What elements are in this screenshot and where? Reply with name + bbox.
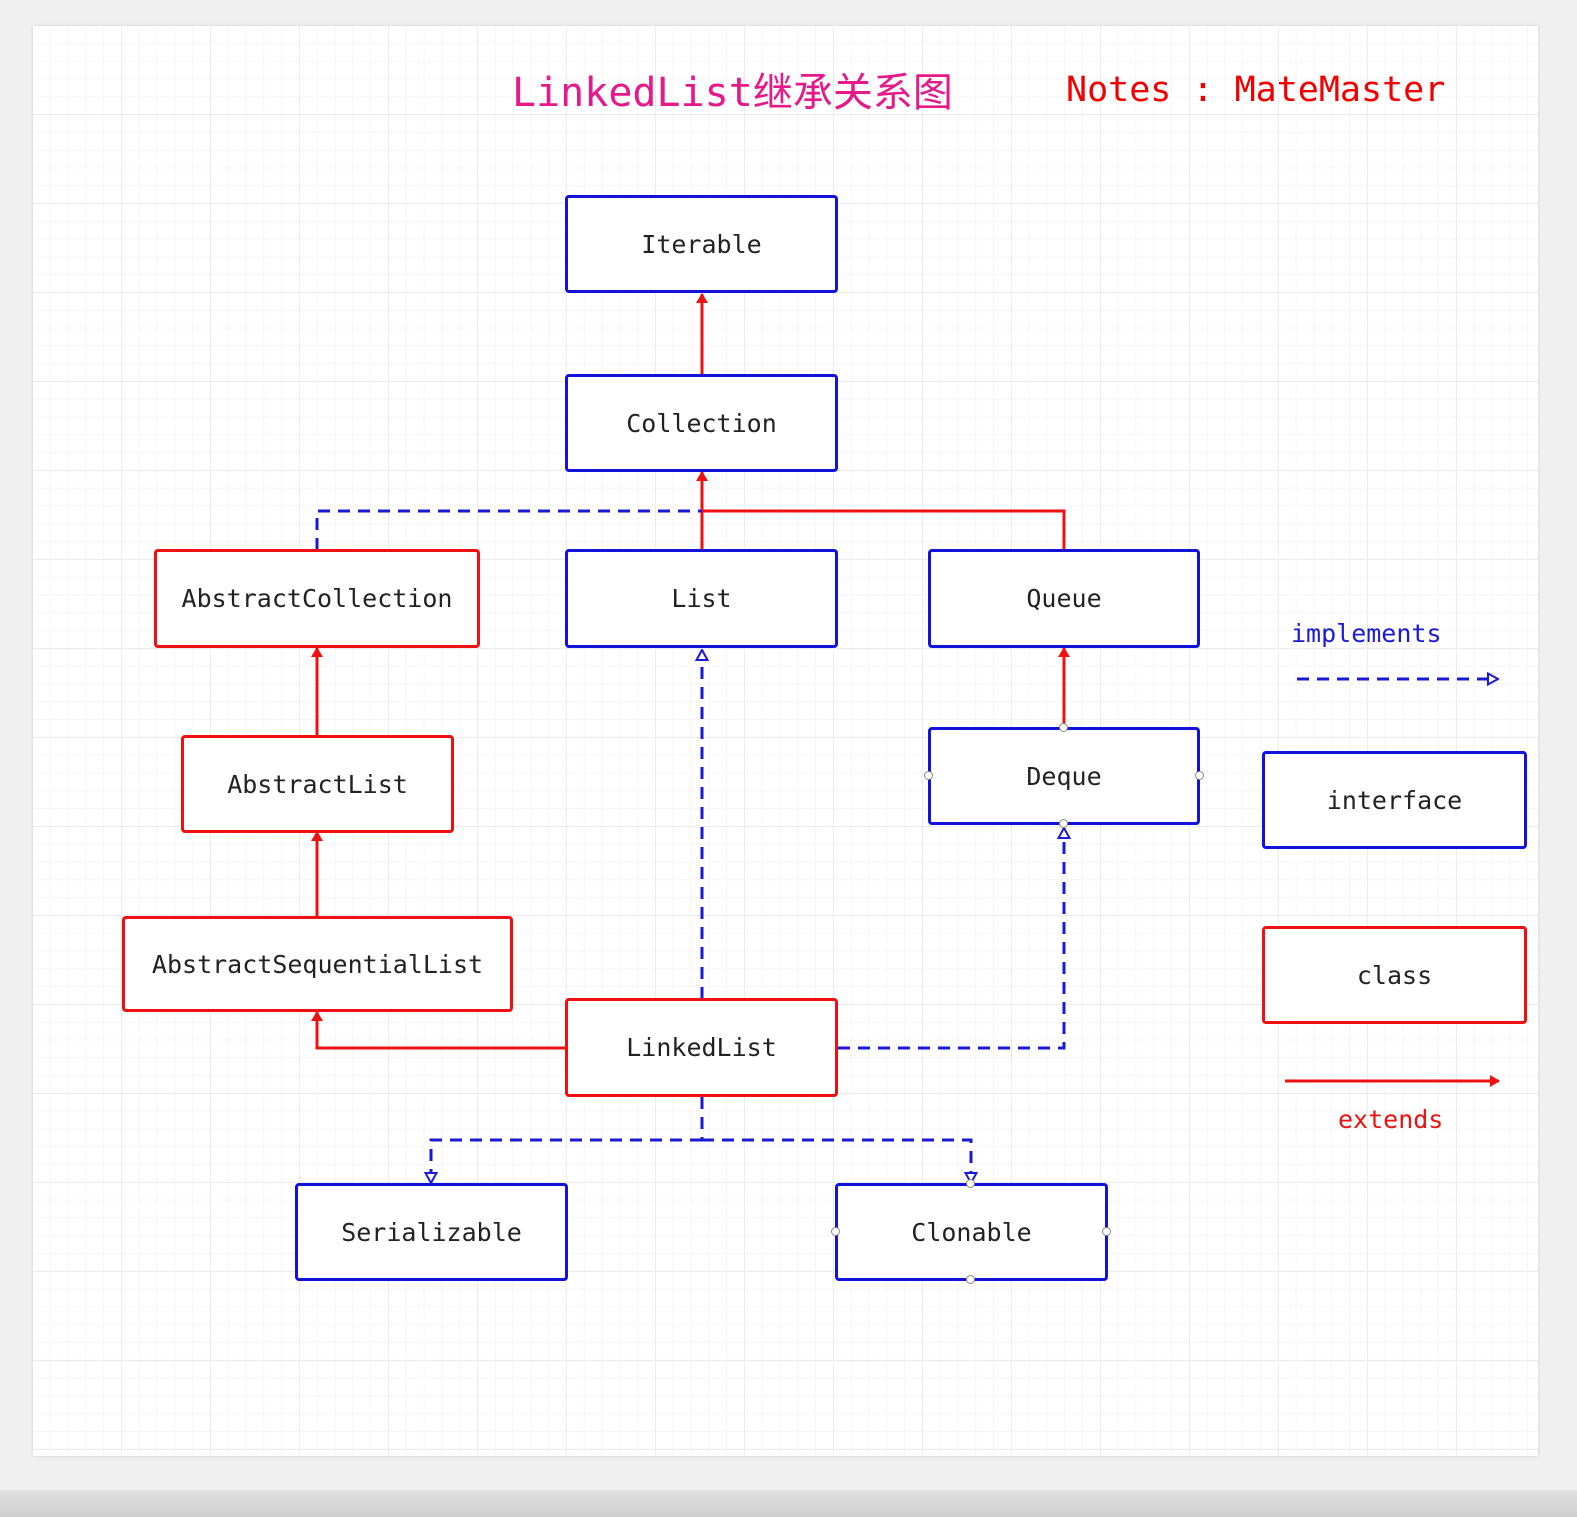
clonable-handle-right[interactable] — [1102, 1227, 1111, 1236]
node-linked-list[interactable]: LinkedList — [565, 998, 838, 1097]
deque-handle-top[interactable] — [1059, 723, 1068, 732]
legend-implements-label: implements — [1291, 619, 1442, 648]
clonable-handle-top[interactable] — [966, 1179, 975, 1188]
legend-interface-box: interface — [1262, 751, 1527, 849]
implements-edges — [315, 509, 1498, 1183]
clonable-handle-bottom[interactable] — [966, 1275, 975, 1284]
notes-label: Notes : MateMaster — [1066, 70, 1446, 110]
node-abstract-list[interactable]: AbstractList — [181, 735, 454, 833]
node-clonable[interactable]: Clonable — [835, 1183, 1108, 1281]
node-abstract-collection[interactable]: AbstractCollection — [154, 549, 480, 648]
edge-linkedlist-implements-deque — [838, 828, 1064, 1050]
node-queue[interactable]: Queue — [928, 549, 1200, 648]
node-iterable[interactable]: Iterable — [565, 195, 838, 293]
edge-queue-extends-collection — [702, 509, 1066, 550]
deque-handle-left[interactable] — [924, 771, 933, 780]
node-collection[interactable]: Collection — [565, 374, 838, 472]
edge-linkedlist-implements-serializable — [431, 1138, 702, 1183]
edge-linkedlist-implements-clonable — [702, 1138, 971, 1183]
legend-class-box: class — [1262, 926, 1527, 1024]
edge-linkedlist-extends-abstractsequentiallist — [311, 1011, 566, 1050]
diagram-title: LinkedList继承关系图 — [512, 70, 953, 116]
node-serializable[interactable]: Serializable — [295, 1183, 568, 1281]
deque-handle-bottom[interactable] — [1059, 819, 1068, 828]
clonable-handle-left[interactable] — [831, 1227, 840, 1236]
node-list[interactable]: List — [565, 549, 838, 648]
edge-abstractcollection-implements-collection — [315, 509, 702, 550]
deque-handle-right[interactable] — [1195, 771, 1204, 780]
node-deque[interactable]: Deque — [928, 727, 1200, 825]
window-bottom-edge — [0, 1490, 1577, 1517]
node-abstract-sequential-list[interactable]: AbstractSequentialList — [122, 916, 513, 1012]
legend-extends-label: extends — [1338, 1105, 1444, 1134]
